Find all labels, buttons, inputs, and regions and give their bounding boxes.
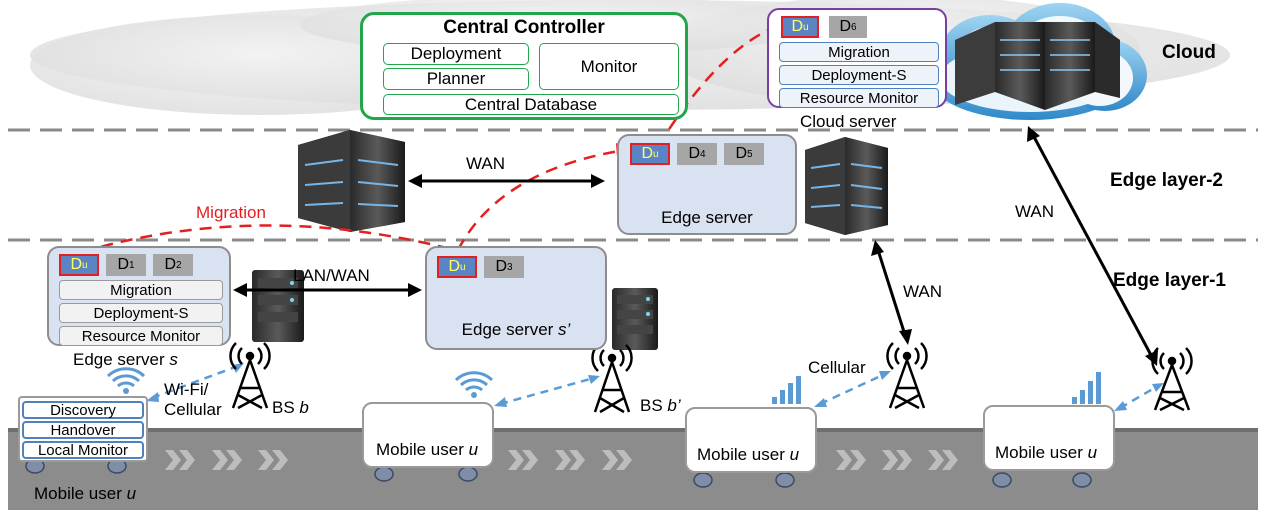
edge2-right-server-rack-icon (805, 137, 888, 235)
bs-bprime-label: BS b’ (640, 396, 681, 415)
layer-label-edge1: Edge layer-1 (1113, 270, 1226, 291)
cloud-server-label: Cloud server (800, 112, 897, 131)
layer-label-cloud: Cloud (1162, 42, 1216, 63)
migration-label: Migration (196, 203, 266, 222)
wan-label-edge2: WAN (466, 154, 506, 173)
vehicle-wheels (25, 458, 1092, 488)
edge-s-migration-module: Migration (59, 280, 223, 300)
local-monitor-module: Local Monitor (22, 441, 144, 459)
cellular-signal-icon-user4 (1072, 372, 1101, 404)
edge2-left-server-rack-icon (298, 130, 405, 232)
base-station-4-icon (1151, 347, 1193, 412)
base-station-bprime-icon (591, 344, 633, 414)
base-station-3-icon (886, 342, 928, 410)
central-controller: Central Controller Deployment Planner Mo… (360, 12, 688, 120)
wireless-links (151, 364, 1159, 410)
bs-b-label: BS b (272, 398, 309, 417)
mobile-user-3: Mobile user u (685, 407, 817, 473)
mobile-user-3-label: Mobile user u (697, 445, 800, 464)
edge-s-prime-server-rack-icon (612, 288, 658, 350)
wifi-icon-user2 (454, 371, 494, 392)
mobile-user-2: Mobile user u (362, 402, 494, 468)
central-controller-title: Central Controller (443, 17, 605, 38)
cloud-datacenter-icon (955, 22, 1120, 110)
cloud-deployment-module: Deployment-S (779, 65, 939, 85)
cellular-signal-icon-user3 (772, 376, 801, 404)
central-database-module: Central Database (383, 94, 679, 115)
mobile-user-1: Discovery Handover Local Monitor (18, 396, 148, 462)
handover-module: Handover (22, 421, 144, 439)
cellular-label: Cellular (808, 358, 866, 377)
edge-s-server-rack-icon (252, 270, 304, 342)
mobile-user-1-label: Mobile user u (34, 484, 137, 503)
monitor-module: Monitor (539, 43, 679, 90)
mobile-user-2-label: Mobile user u (376, 440, 479, 459)
edge-server-s-label: Edge server s (73, 350, 178, 369)
lan-wan-label: LAN/WAN (293, 266, 370, 285)
cloud-migration-module: Migration (779, 42, 939, 62)
deployment-module: Deployment (383, 43, 529, 65)
mobile-user-4: Mobile user u (983, 405, 1115, 471)
planner-module: Planner (383, 68, 529, 90)
edge-s-resource-monitor-module: Resource Monitor (59, 326, 223, 346)
wan-label-cloud-bs: WAN (1015, 202, 1055, 221)
edge2-server-label: Edge server (661, 208, 753, 227)
wan-link-cloud-to-bs (1031, 134, 1154, 358)
edge-s-deployment-module: Deployment-S (59, 303, 223, 323)
direction-chevrons (165, 450, 958, 470)
wan-link-edge2-to-bs (876, 249, 907, 336)
layer-label-edge2: Edge layer-2 (1110, 170, 1223, 191)
cloud-resource-monitor-module: Resource Monitor (779, 88, 939, 108)
wan-label-edge-bs: WAN (903, 282, 943, 301)
mobile-user-4-label: Mobile user u (995, 443, 1098, 462)
edge-server-s-prime-label: Edge server s’ (461, 320, 571, 339)
wifi-cellular-label: Wi-Fi/Cellular (164, 380, 222, 419)
wifi-icon-user1 (106, 367, 146, 388)
discovery-module: Discovery (22, 401, 144, 419)
base-station-b-icon (229, 342, 271, 410)
